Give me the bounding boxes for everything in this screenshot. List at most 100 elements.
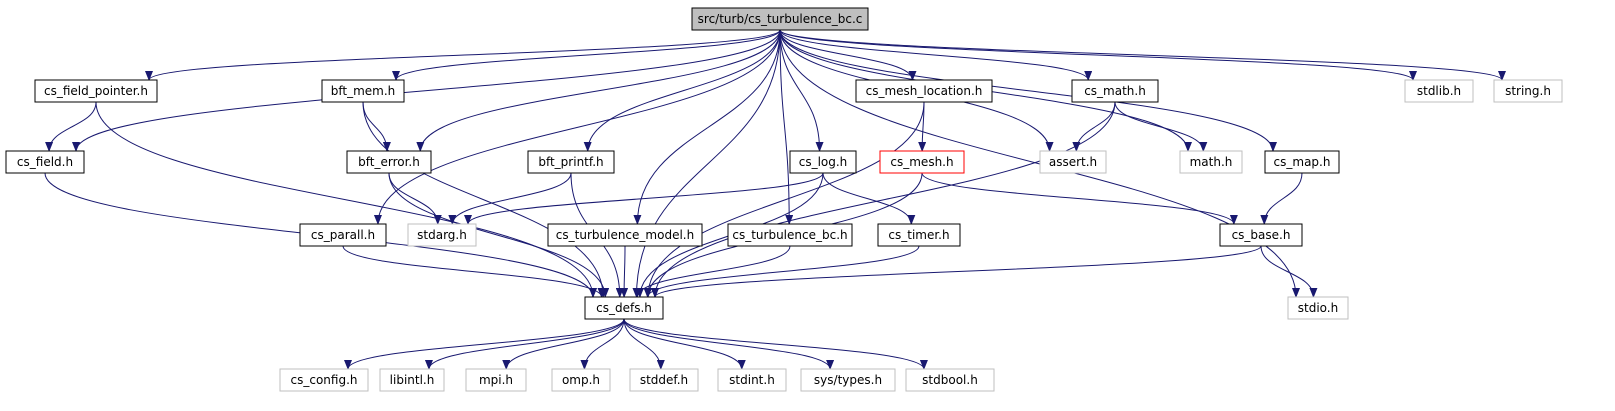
edge-cs_defs-to-stddef xyxy=(623,318,665,370)
node-label: cs_mesh.h xyxy=(890,155,953,169)
node-box xyxy=(1264,150,1340,174)
node-label: bft_error.h xyxy=(358,155,420,169)
edge-cs_defs-to-stdbool xyxy=(623,318,928,370)
node-box xyxy=(34,79,158,103)
edge-root-to-bft_printf xyxy=(583,29,781,152)
node-box xyxy=(877,223,961,247)
node-cs-base[interactable]: cs_base.h xyxy=(1219,223,1303,247)
node-cs-timer[interactable]: cs_timer.h xyxy=(877,223,961,247)
edge-cs_defs-to-omp xyxy=(580,318,625,370)
node-box xyxy=(905,368,995,392)
node-root[interactable]: src/turb/cs_turbulence_bc.c xyxy=(691,7,869,31)
edge-cs_math-to-cs_defs xyxy=(651,101,1116,298)
node-cs-log[interactable]: cs_log.h xyxy=(789,150,857,174)
node-stddef: stddef.h xyxy=(629,368,699,392)
node-label: stdbool.h xyxy=(922,373,978,387)
edge-cs_mesh-to-cs_base xyxy=(921,172,1238,225)
node-string: string.h xyxy=(1493,79,1563,103)
edge-root-to-bft_mem xyxy=(392,29,781,81)
node-label: cs_base.h xyxy=(1232,228,1291,242)
edge-root-to-turb_bc xyxy=(779,29,794,225)
node-turb-bc[interactable]: cs_turbulence_bc.h xyxy=(727,223,853,247)
node-mpi: mpi.h xyxy=(465,368,527,392)
edge-cs_defs-to-libintl xyxy=(425,318,625,370)
node-stdio: stdio.h xyxy=(1287,296,1349,320)
node-cs-config: cs_config.h xyxy=(279,368,369,392)
node-box xyxy=(855,79,993,103)
node-label: mpi.h xyxy=(479,373,513,387)
node-sys-types: sys/types.h xyxy=(800,368,896,392)
node-stdarg: stdarg.h xyxy=(407,223,477,247)
node-box xyxy=(527,150,615,174)
edge-cs_defs-to-mpi xyxy=(502,318,625,370)
edge-root-to-cs_parall xyxy=(373,29,781,225)
node-label: cs_defs.h xyxy=(596,301,652,315)
edge-cs_defs-to-sys_types xyxy=(623,318,835,370)
node-box xyxy=(465,368,527,392)
edge-cs_defs-to-stdint xyxy=(623,318,746,370)
node-mesh-location[interactable]: cs_mesh_location.h xyxy=(855,79,993,103)
node-stdlib: stdlib.h xyxy=(1404,79,1474,103)
edge-field_pointer-to-cs_field xyxy=(45,101,97,152)
node-label: stdlib.h xyxy=(1417,84,1461,98)
node-box xyxy=(5,150,85,174)
node-box xyxy=(379,368,445,392)
edge-root-to-mesh_location xyxy=(779,29,917,81)
edge-cs_timer-to-cs_defs xyxy=(643,245,920,298)
node-math: math.h xyxy=(1179,150,1243,174)
node-cs-defs[interactable]: cs_defs.h xyxy=(584,296,664,320)
node-bft-mem[interactable]: bft_mem.h xyxy=(321,79,405,103)
node-box xyxy=(727,223,853,247)
node-turb-model[interactable]: cs_turbulence_model.h xyxy=(547,223,703,247)
node-box xyxy=(1219,223,1303,247)
nodes-layer: src/turb/cs_turbulence_bc.c cs_field_poin… xyxy=(5,7,1563,392)
node-cs-field[interactable]: cs_field.h xyxy=(5,150,85,174)
node-cs-math[interactable]: cs_math.h xyxy=(1071,79,1159,103)
node-stdint: stdint.h xyxy=(717,368,787,392)
edge-root-to-string xyxy=(779,29,1506,81)
edge-root-to-cs_defs xyxy=(632,29,781,298)
node-cs-parall[interactable]: cs_parall.h xyxy=(299,223,387,247)
edge-cs_log-to-stdarg xyxy=(464,172,824,225)
edge-bft_printf-to-stdarg xyxy=(448,172,572,225)
node-label: cs_mesh_location.h xyxy=(866,84,983,98)
node-box xyxy=(1179,150,1243,174)
node-field-pointer[interactable]: cs_field_pointer.h xyxy=(34,79,158,103)
edges-layer xyxy=(44,29,1506,370)
node-bft-error[interactable]: bft_error.h xyxy=(346,150,432,174)
node-box xyxy=(346,150,432,174)
node-label: cs_field.h xyxy=(17,155,73,169)
node-label: cs_turbulence_model.h xyxy=(556,228,694,242)
node-label: bft_printf.h xyxy=(538,155,603,169)
node-cs-map[interactable]: cs_map.h xyxy=(1264,150,1340,174)
node-box xyxy=(1071,79,1159,103)
node-label: cs_timer.h xyxy=(888,228,949,242)
node-cs-mesh[interactable]: cs_mesh.h xyxy=(879,150,965,174)
node-assert: assert.h xyxy=(1039,150,1107,174)
edge-root-to-stdio xyxy=(779,29,1300,298)
node-label: cs_config.h xyxy=(291,373,358,387)
node-label: cs_map.h xyxy=(1274,155,1331,169)
edge-root-to-bft_error xyxy=(416,29,781,152)
node-omp: omp.h xyxy=(551,368,611,392)
node-label: math.h xyxy=(1190,155,1233,169)
node-label: string.h xyxy=(1505,84,1551,98)
edge-field_pointer-to-cs_defs xyxy=(95,101,597,298)
edge-bft_mem-to-bft_error xyxy=(362,101,391,152)
node-label: sys/types.h xyxy=(814,373,882,387)
edge-cs_log-to-cs_timer xyxy=(822,172,916,225)
edge-root-to-turb_model xyxy=(633,29,781,225)
edge-cs_parall-to-cs_defs xyxy=(342,245,606,298)
edge-root-to-cs_field xyxy=(72,29,781,152)
node-box xyxy=(299,223,387,247)
edge-root-to-cs_log xyxy=(779,29,824,152)
node-label: omp.h xyxy=(562,373,600,387)
node-box xyxy=(1404,79,1474,103)
edge-turb_model-to-cs_defs xyxy=(620,245,629,298)
edge-cs_defs-to-cs_config xyxy=(344,318,625,370)
node-label: stdarg.h xyxy=(417,228,467,242)
node-label: cs_math.h xyxy=(1084,84,1146,98)
node-box xyxy=(547,223,703,247)
node-bft-printf[interactable]: bft_printf.h xyxy=(527,150,615,174)
